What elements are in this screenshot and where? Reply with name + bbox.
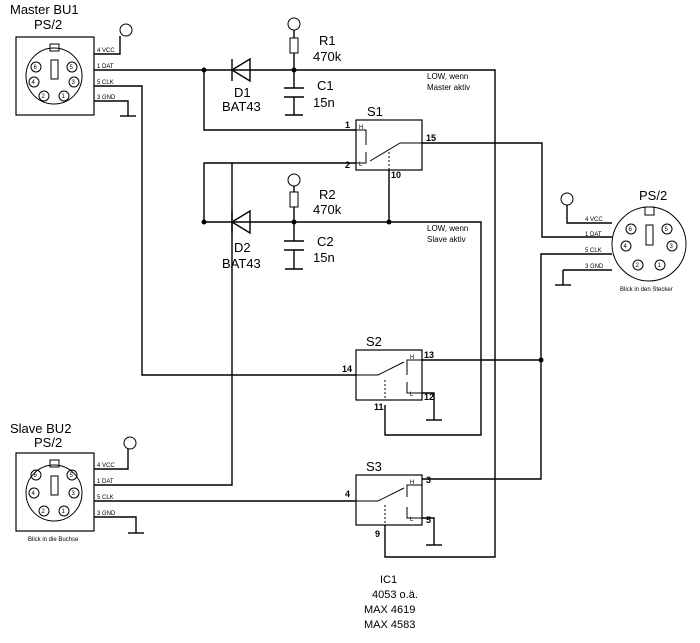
s1-pin-com: 15 xyxy=(426,133,436,143)
output-pin-vcc: 4 VCC xyxy=(585,217,603,223)
r1-value: 470k xyxy=(313,49,342,64)
switch-s1: H L xyxy=(355,119,423,171)
slave-pin-dat: 1 DAT xyxy=(97,479,114,485)
vcc-terminal-master xyxy=(119,23,133,37)
master-pin-gnd: 3 GND xyxy=(97,95,116,101)
svg-text:H: H xyxy=(410,480,414,486)
master-pin-num-3: 3 xyxy=(72,80,76,86)
s3-pin-h: 3 xyxy=(426,475,431,485)
s1-pin-h: 1 xyxy=(345,120,350,130)
switch-s3: H L xyxy=(355,474,423,526)
r2-value: 470k xyxy=(313,202,342,217)
s3-pin-com: 4 xyxy=(345,489,350,499)
master-pin-dat: 1 DAT xyxy=(97,64,114,70)
vcc-terminal-slave xyxy=(123,436,137,450)
output-pin-dat: 1 DAT xyxy=(585,232,602,238)
svg-text:4: 4 xyxy=(32,491,36,497)
s3-pin-l: 5 xyxy=(426,515,431,525)
slave-title: Slave BU2 xyxy=(10,421,71,436)
s1-pin-l: 2 xyxy=(345,160,350,170)
svg-text:L: L xyxy=(410,517,414,523)
svg-text:1: 1 xyxy=(62,509,66,515)
resistor-r1 xyxy=(287,17,301,88)
master-pin-num-5: 5 xyxy=(70,65,74,71)
ic-line-1: 4053 o.ä. xyxy=(372,589,418,601)
output-connector: 6 5 4 3 2 1 xyxy=(611,206,687,282)
master-connector: 6 5 4 3 2 1 xyxy=(15,36,95,116)
d2-value: BAT43 xyxy=(222,256,261,271)
ic-line-3: MAX 4583 xyxy=(364,619,415,631)
master-pin-num-2: 2 xyxy=(42,94,46,100)
resistor-r2 xyxy=(287,173,301,241)
c2-name: C2 xyxy=(317,234,334,249)
d1-name: D1 xyxy=(234,85,251,100)
slave-low-note-1: LOW, wenn xyxy=(427,224,468,233)
master-pin-num-1: 1 xyxy=(62,94,66,100)
svg-text:3: 3 xyxy=(72,491,76,497)
diode-d1 xyxy=(230,57,251,83)
s2-pin-h: 13 xyxy=(424,350,434,360)
s1-name: S1 xyxy=(367,104,383,119)
svg-text:5: 5 xyxy=(70,473,74,479)
vcc-terminal-output xyxy=(560,192,574,206)
slave-pin-gnd: 3 GND xyxy=(97,511,116,517)
s2-pin-com: 14 xyxy=(342,364,352,374)
master-pin-num-6: 6 xyxy=(34,65,38,71)
r1-name: R1 xyxy=(319,33,336,48)
svg-text:6: 6 xyxy=(34,473,38,479)
svg-text:4: 4 xyxy=(624,244,628,250)
r2-name: R2 xyxy=(319,187,336,202)
master-pin-clk: 5 CLK xyxy=(97,80,114,86)
master-subtitle: PS/2 xyxy=(34,17,62,32)
c1-name: C1 xyxy=(317,78,334,93)
s2-pin-l: 12 xyxy=(424,392,434,402)
s3-pin-ctrl: 9 xyxy=(375,529,380,539)
s2-name: S2 xyxy=(366,334,382,349)
output-caption: Blick in den Stecker xyxy=(620,287,673,293)
output-pin-gnd: 3 GND xyxy=(585,264,604,270)
s3-name: S3 xyxy=(366,459,382,474)
master-pin-num-4: 4 xyxy=(32,80,36,86)
output-pin-clk: 5 CLK xyxy=(585,248,602,254)
master-title: Master BU1 xyxy=(10,2,79,17)
d1-value: BAT43 xyxy=(222,99,261,114)
c1-value: 15n xyxy=(313,95,335,110)
slave-low-note-2: Slave aktiv xyxy=(427,235,466,244)
s2-pin-ctrl: 11 xyxy=(374,402,384,412)
svg-text:2: 2 xyxy=(636,263,640,269)
svg-text:6: 6 xyxy=(629,227,633,233)
slave-caption: Blick in die Buchse xyxy=(28,537,79,543)
capacitor-c2 xyxy=(284,240,304,270)
switch-s2: H L xyxy=(355,349,423,401)
svg-text:H: H xyxy=(359,125,363,131)
s1-pin-ctrl: 10 xyxy=(391,170,401,180)
svg-text:L: L xyxy=(359,162,363,168)
c2-value: 15n xyxy=(313,250,335,265)
svg-text:3: 3 xyxy=(670,244,674,250)
slave-connector: 6 5 4 3 2 1 xyxy=(15,452,95,532)
master-pin-vcc: 4 VCC xyxy=(97,48,115,54)
svg-text:1: 1 xyxy=(658,263,662,269)
svg-text:L: L xyxy=(410,392,414,398)
d2-name: D2 xyxy=(234,240,251,255)
slave-pin-vcc: 4 VCC xyxy=(97,463,115,469)
ic-name: IC1 xyxy=(380,574,397,586)
slave-subtitle: PS/2 xyxy=(34,435,62,450)
svg-text:H: H xyxy=(410,355,414,361)
svg-text:2: 2 xyxy=(42,509,46,515)
output-title: PS/2 xyxy=(639,188,667,203)
master-low-note-2: Master aktiv xyxy=(427,83,470,92)
capacitor-c1 xyxy=(284,87,304,116)
ic-line-2: MAX 4619 xyxy=(364,604,415,616)
slave-pin-clk: 5 CLK xyxy=(97,495,114,501)
master-low-note-1: LOW, wenn xyxy=(427,72,468,81)
svg-text:5: 5 xyxy=(665,227,669,233)
